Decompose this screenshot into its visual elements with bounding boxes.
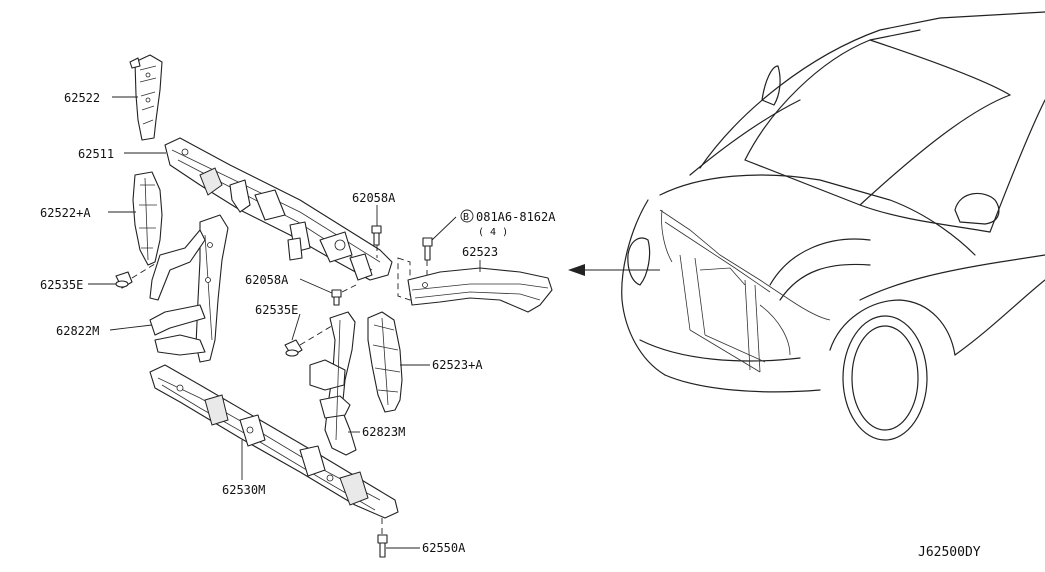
callout-62530m: 62530M: [222, 483, 265, 497]
callout-62058a-top: 62058A: [352, 191, 396, 205]
part-62522-bracket: [129, 54, 163, 141]
leader-lines: [88, 96, 481, 549]
callout-62550a: 62550A: [422, 541, 466, 555]
callout-labels: 62522 62511 62522+A 62535E 62822M 62058A…: [40, 91, 981, 560]
part-62523-upper-member: [407, 267, 553, 313]
callout-62522: 62522: [64, 91, 100, 105]
callout-62822m: 62822M: [56, 324, 99, 338]
part-62823m-air-guide: [309, 311, 357, 456]
callout-62511: 62511: [78, 147, 114, 161]
vehicle-front-illustration: [621, 11, 1045, 441]
callout-bolt-qty: ( 4 ): [478, 227, 508, 238]
callout-62523: 62523: [462, 245, 498, 259]
callout-62522a: 62522+A: [40, 206, 91, 220]
part-62535e-clip-left: [115, 261, 159, 289]
callout-62523a: 62523+A: [432, 358, 483, 372]
part-62058a-bolt-top: [371, 225, 382, 258]
callout-62823m: 62823M: [362, 425, 405, 439]
part-62523a-side-bracket: [367, 311, 403, 413]
bolt-symbol-circle: [460, 209, 474, 223]
part-62530m-lower-support: [149, 364, 399, 519]
part-62522a-side-bracket: [132, 171, 163, 266]
part-62511-upper-support: [164, 137, 393, 281]
part-62822m-air-guide: [149, 214, 229, 363]
diagram-reference-code: J62500DY: [918, 545, 981, 560]
callout-62535e-mid: 62535E: [255, 303, 298, 317]
part-62058a-bolt-mid: [331, 284, 357, 306]
callout-62535e-left: 62535E: [40, 278, 83, 292]
callout-62058a-mid: 62058A: [245, 273, 289, 287]
direction-arrow: [568, 264, 660, 276]
callout-bolt-spec: 081A6-8162A: [476, 210, 556, 224]
part-62550a-bolt: [377, 518, 388, 558]
part-081a6-8162a-bolt: [397, 237, 433, 301]
bolt-symbol-letter: B: [463, 212, 469, 223]
